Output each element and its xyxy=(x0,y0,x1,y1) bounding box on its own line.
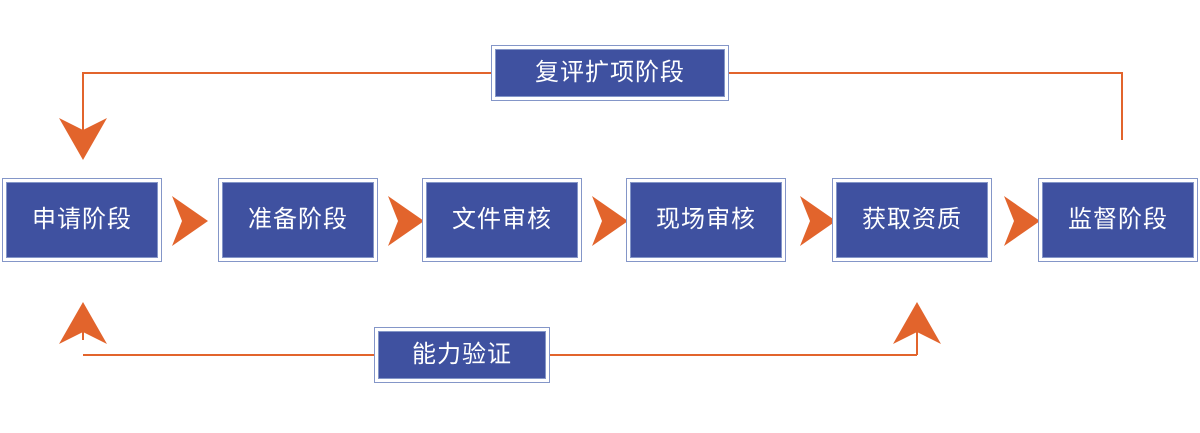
stage-supervise-inner: 监督阶段 xyxy=(1042,182,1194,258)
competence-left-path xyxy=(59,302,378,356)
stage-prepare-inner: 准备阶段 xyxy=(222,182,374,258)
stage-onsite[interactable]: 现场审核 xyxy=(626,178,786,262)
stage-qualify-inner: 获取资质 xyxy=(836,182,988,258)
stage-doc-review-inner: 文件审核 xyxy=(426,182,578,258)
stage-prepare[interactable]: 准备阶段 xyxy=(218,178,378,262)
callout-reassess[interactable]: 复评扩项阶段 xyxy=(491,45,729,101)
callout-competence[interactable]: 能力验证 xyxy=(374,327,550,383)
chevron-right-icon xyxy=(388,196,424,246)
stage-supervise[interactable]: 监督阶段 xyxy=(1038,178,1198,262)
arrow-up-icon xyxy=(59,302,107,344)
chevron-right-icon xyxy=(592,196,628,246)
stage-apply-label: 申请阶段 xyxy=(32,206,132,233)
arrow-down-icon xyxy=(59,118,107,160)
callout-competence-inner: 能力验证 xyxy=(378,331,546,379)
stage-doc-review-label: 文件审核 xyxy=(452,206,552,233)
callout-reassess-inner: 复评扩项阶段 xyxy=(495,49,725,97)
stage-onsite-label: 现场审核 xyxy=(656,206,756,233)
competence-right-path xyxy=(548,302,941,356)
stage-qualify-label: 获取资质 xyxy=(862,206,962,233)
stage-doc-review[interactable]: 文件审核 xyxy=(422,178,582,262)
chevron-right-icon xyxy=(172,196,208,246)
stage-supervise-label: 监督阶段 xyxy=(1068,206,1168,233)
chevron-right-icon xyxy=(1004,196,1040,246)
arrow-up-icon xyxy=(893,302,941,344)
callout-reassess-label: 复评扩项阶段 xyxy=(535,59,685,86)
stage-apply-inner: 申请阶段 xyxy=(6,182,158,258)
callout-competence-label: 能力验证 xyxy=(412,341,512,368)
chevron-right-icon xyxy=(800,196,836,246)
stage-qualify[interactable]: 获取资质 xyxy=(832,178,992,262)
stage-prepare-label: 准备阶段 xyxy=(248,206,348,233)
stage-onsite-inner: 现场审核 xyxy=(630,182,782,258)
stage-apply[interactable]: 申请阶段 xyxy=(2,178,162,262)
